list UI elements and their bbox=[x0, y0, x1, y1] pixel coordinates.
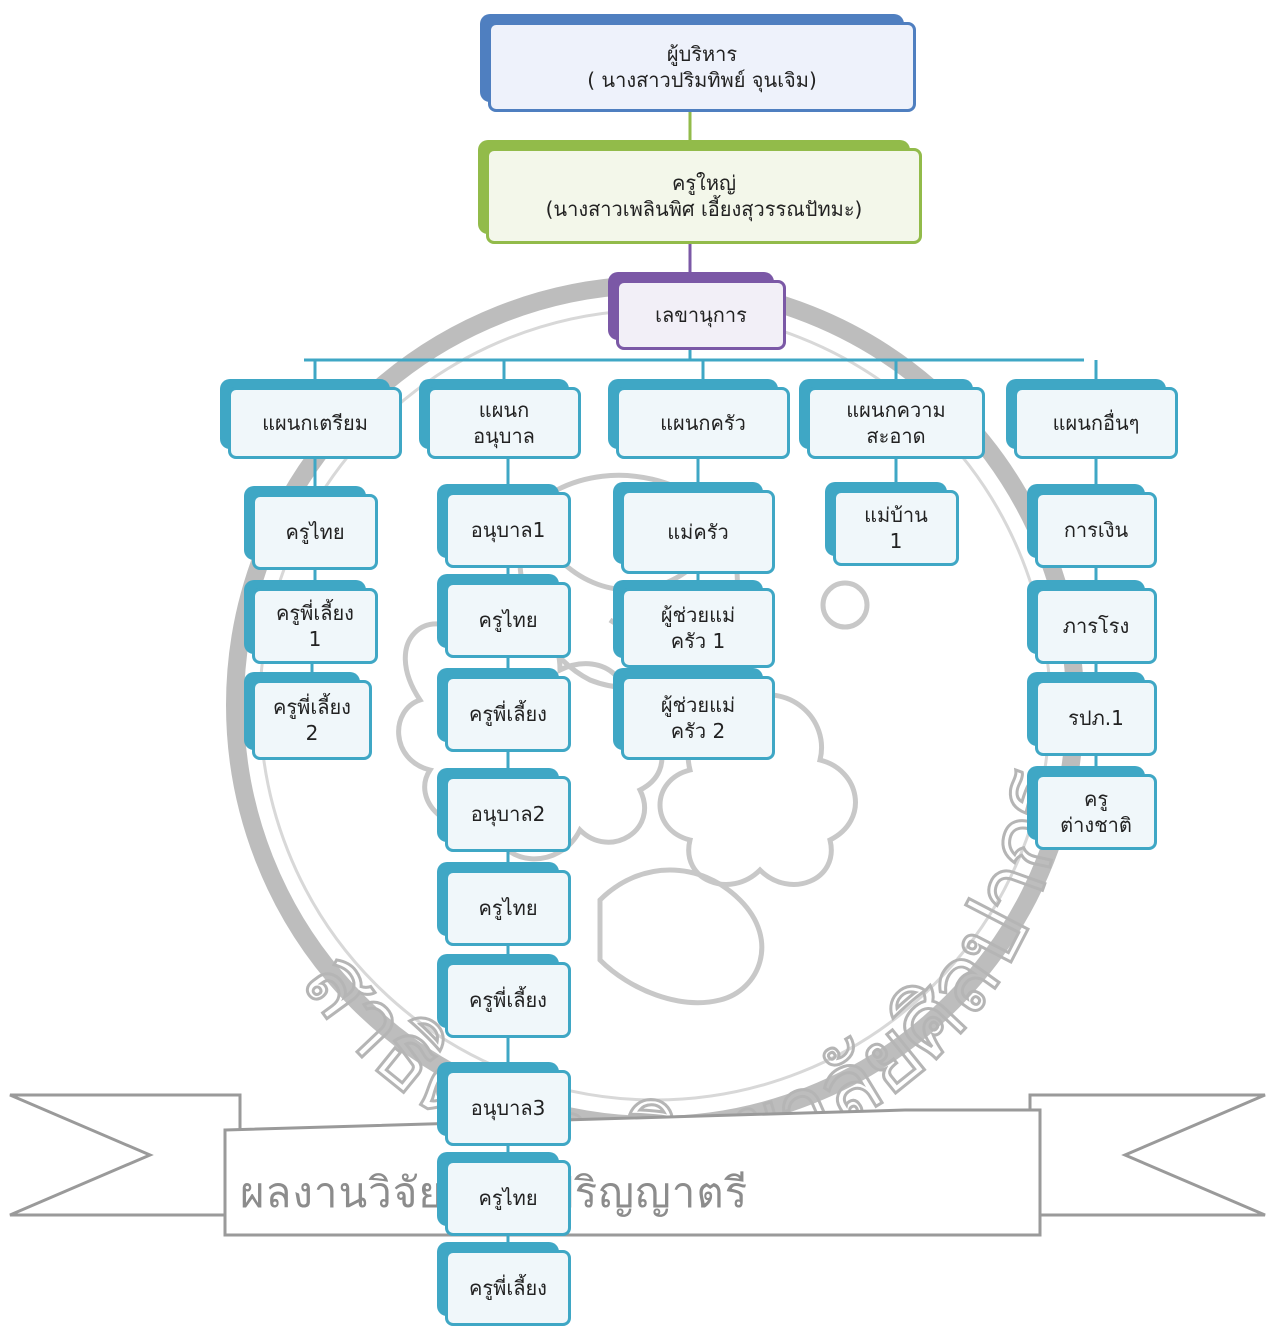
dept-node-label: แผนกครัว bbox=[660, 411, 746, 435]
role-node: ครูไทย bbox=[437, 862, 571, 946]
role-node-label: ครัว 1 bbox=[670, 629, 726, 653]
role-node: ผู้ช่วยแม่ครัว 1 bbox=[613, 580, 775, 668]
role-node-label: 1 bbox=[308, 627, 322, 651]
role-node-label: อนุบาล1 bbox=[470, 518, 546, 542]
role-node-label: แม่บ้าน bbox=[864, 503, 928, 527]
role-node: ผู้ช่วยแม่ครัว 2 bbox=[613, 668, 775, 760]
role-node: การเงิน bbox=[1027, 484, 1157, 568]
role-node: อนุบาล3 bbox=[437, 1062, 571, 1146]
role-node-label: ผู้ช่วยแม่ bbox=[660, 693, 736, 717]
role-node: ภารโรง bbox=[1027, 580, 1157, 664]
role-node: ครูไทย bbox=[437, 574, 571, 658]
role-node-label: ครูพี่เลี้ยง bbox=[273, 695, 351, 719]
node-secretary: เลขานุการ bbox=[608, 272, 786, 350]
role-node-label: รปภ.1 bbox=[1068, 706, 1124, 730]
node-executive: ผู้บริหาร ( นางสาวปริมทิพย์ จุนเจิม) bbox=[480, 14, 916, 112]
role-node: รปภ.1 bbox=[1027, 672, 1157, 756]
node-executive-title: ผู้บริหาร bbox=[666, 42, 738, 66]
role-node: ครูพี่เลี้ยง bbox=[437, 668, 571, 752]
role-node-label: อนุบาล2 bbox=[470, 802, 546, 826]
role-node-label: ครูไทย bbox=[285, 520, 345, 544]
role-node-label: การเงิน bbox=[1063, 518, 1129, 542]
role-node-label: 2 bbox=[305, 721, 319, 745]
dept-node: แผนกความสะอาด bbox=[799, 379, 985, 459]
dept-node-label: แผนกเตรียม bbox=[262, 411, 368, 435]
role-node-label: ครูไทย bbox=[478, 1186, 538, 1210]
dept-node: แผนกครัว bbox=[608, 379, 790, 459]
role-node: ครูพี่เลี้ยง bbox=[437, 954, 571, 1038]
role-node: ครูไทย bbox=[437, 1152, 571, 1236]
role-node-label: แม่ครัว bbox=[667, 520, 729, 544]
role-node-label: ครัว 2 bbox=[670, 719, 726, 743]
role-node: อนุบาล2 bbox=[437, 768, 571, 852]
node-executive-name: ( นางสาวปริมทิพย์ จุนเจิม) bbox=[587, 68, 817, 92]
role-node-label: ครูไทย bbox=[478, 896, 538, 920]
dept-node-label: อนุบาล bbox=[473, 424, 535, 448]
node-secretary-title: เลขานุการ bbox=[655, 303, 747, 327]
node-head-teacher-title: ครูใหญ่ bbox=[671, 171, 737, 195]
dept-node-label: สะอาด bbox=[866, 424, 926, 448]
watermark-banner bbox=[9, 1093, 1266, 1237]
dept-node: แผนกอื่นๆ bbox=[1006, 379, 1178, 459]
role-node-label: ต่างชาติ bbox=[1060, 813, 1132, 837]
dept-node: แผนกเตรียม bbox=[220, 379, 402, 459]
dept-node-label: แผนก bbox=[478, 398, 530, 422]
role-node-label: 1 bbox=[889, 529, 903, 553]
dept-node: แผนกอนุบาล bbox=[419, 379, 581, 459]
role-node: ครูต่างชาติ bbox=[1027, 766, 1157, 850]
role-node-label: ครูพี่เลี้ยง bbox=[469, 702, 547, 726]
role-node-label: ครูพี่เลี้ยง bbox=[469, 1276, 547, 1300]
dept-node-label: แผนกอื่นๆ bbox=[1052, 411, 1140, 435]
role-node-label: ผู้ช่วยแม่ bbox=[660, 603, 736, 627]
role-node: อนุบาล1 bbox=[437, 484, 571, 568]
node-head-teacher-name: (นางสาวเพลินพิศ เอี้ยงสุวรรณปัทมะ) bbox=[545, 197, 863, 221]
dept-node-label: แผนกความ bbox=[846, 398, 946, 422]
role-node: ครูไทย bbox=[244, 486, 378, 570]
role-node-label: ครูไทย bbox=[478, 608, 538, 632]
role-node-label: ครูพี่เลี้ยง bbox=[276, 601, 354, 625]
role-node-label: อนุบาล3 bbox=[470, 1096, 546, 1120]
role-node-label: ครูพี่เลี้ยง bbox=[469, 988, 547, 1012]
role-node: แม่ครัว bbox=[613, 482, 775, 574]
role-node-label: ภารโรง bbox=[1062, 614, 1130, 638]
role-node-label: ครู bbox=[1083, 787, 1109, 811]
role-node: ครูพี่เลี้ยง bbox=[437, 1242, 571, 1326]
node-head-teacher: ครูใหญ่ (นางสาวเพลินพิศ เอี้ยงสุวรรณปัทม… bbox=[478, 140, 922, 244]
